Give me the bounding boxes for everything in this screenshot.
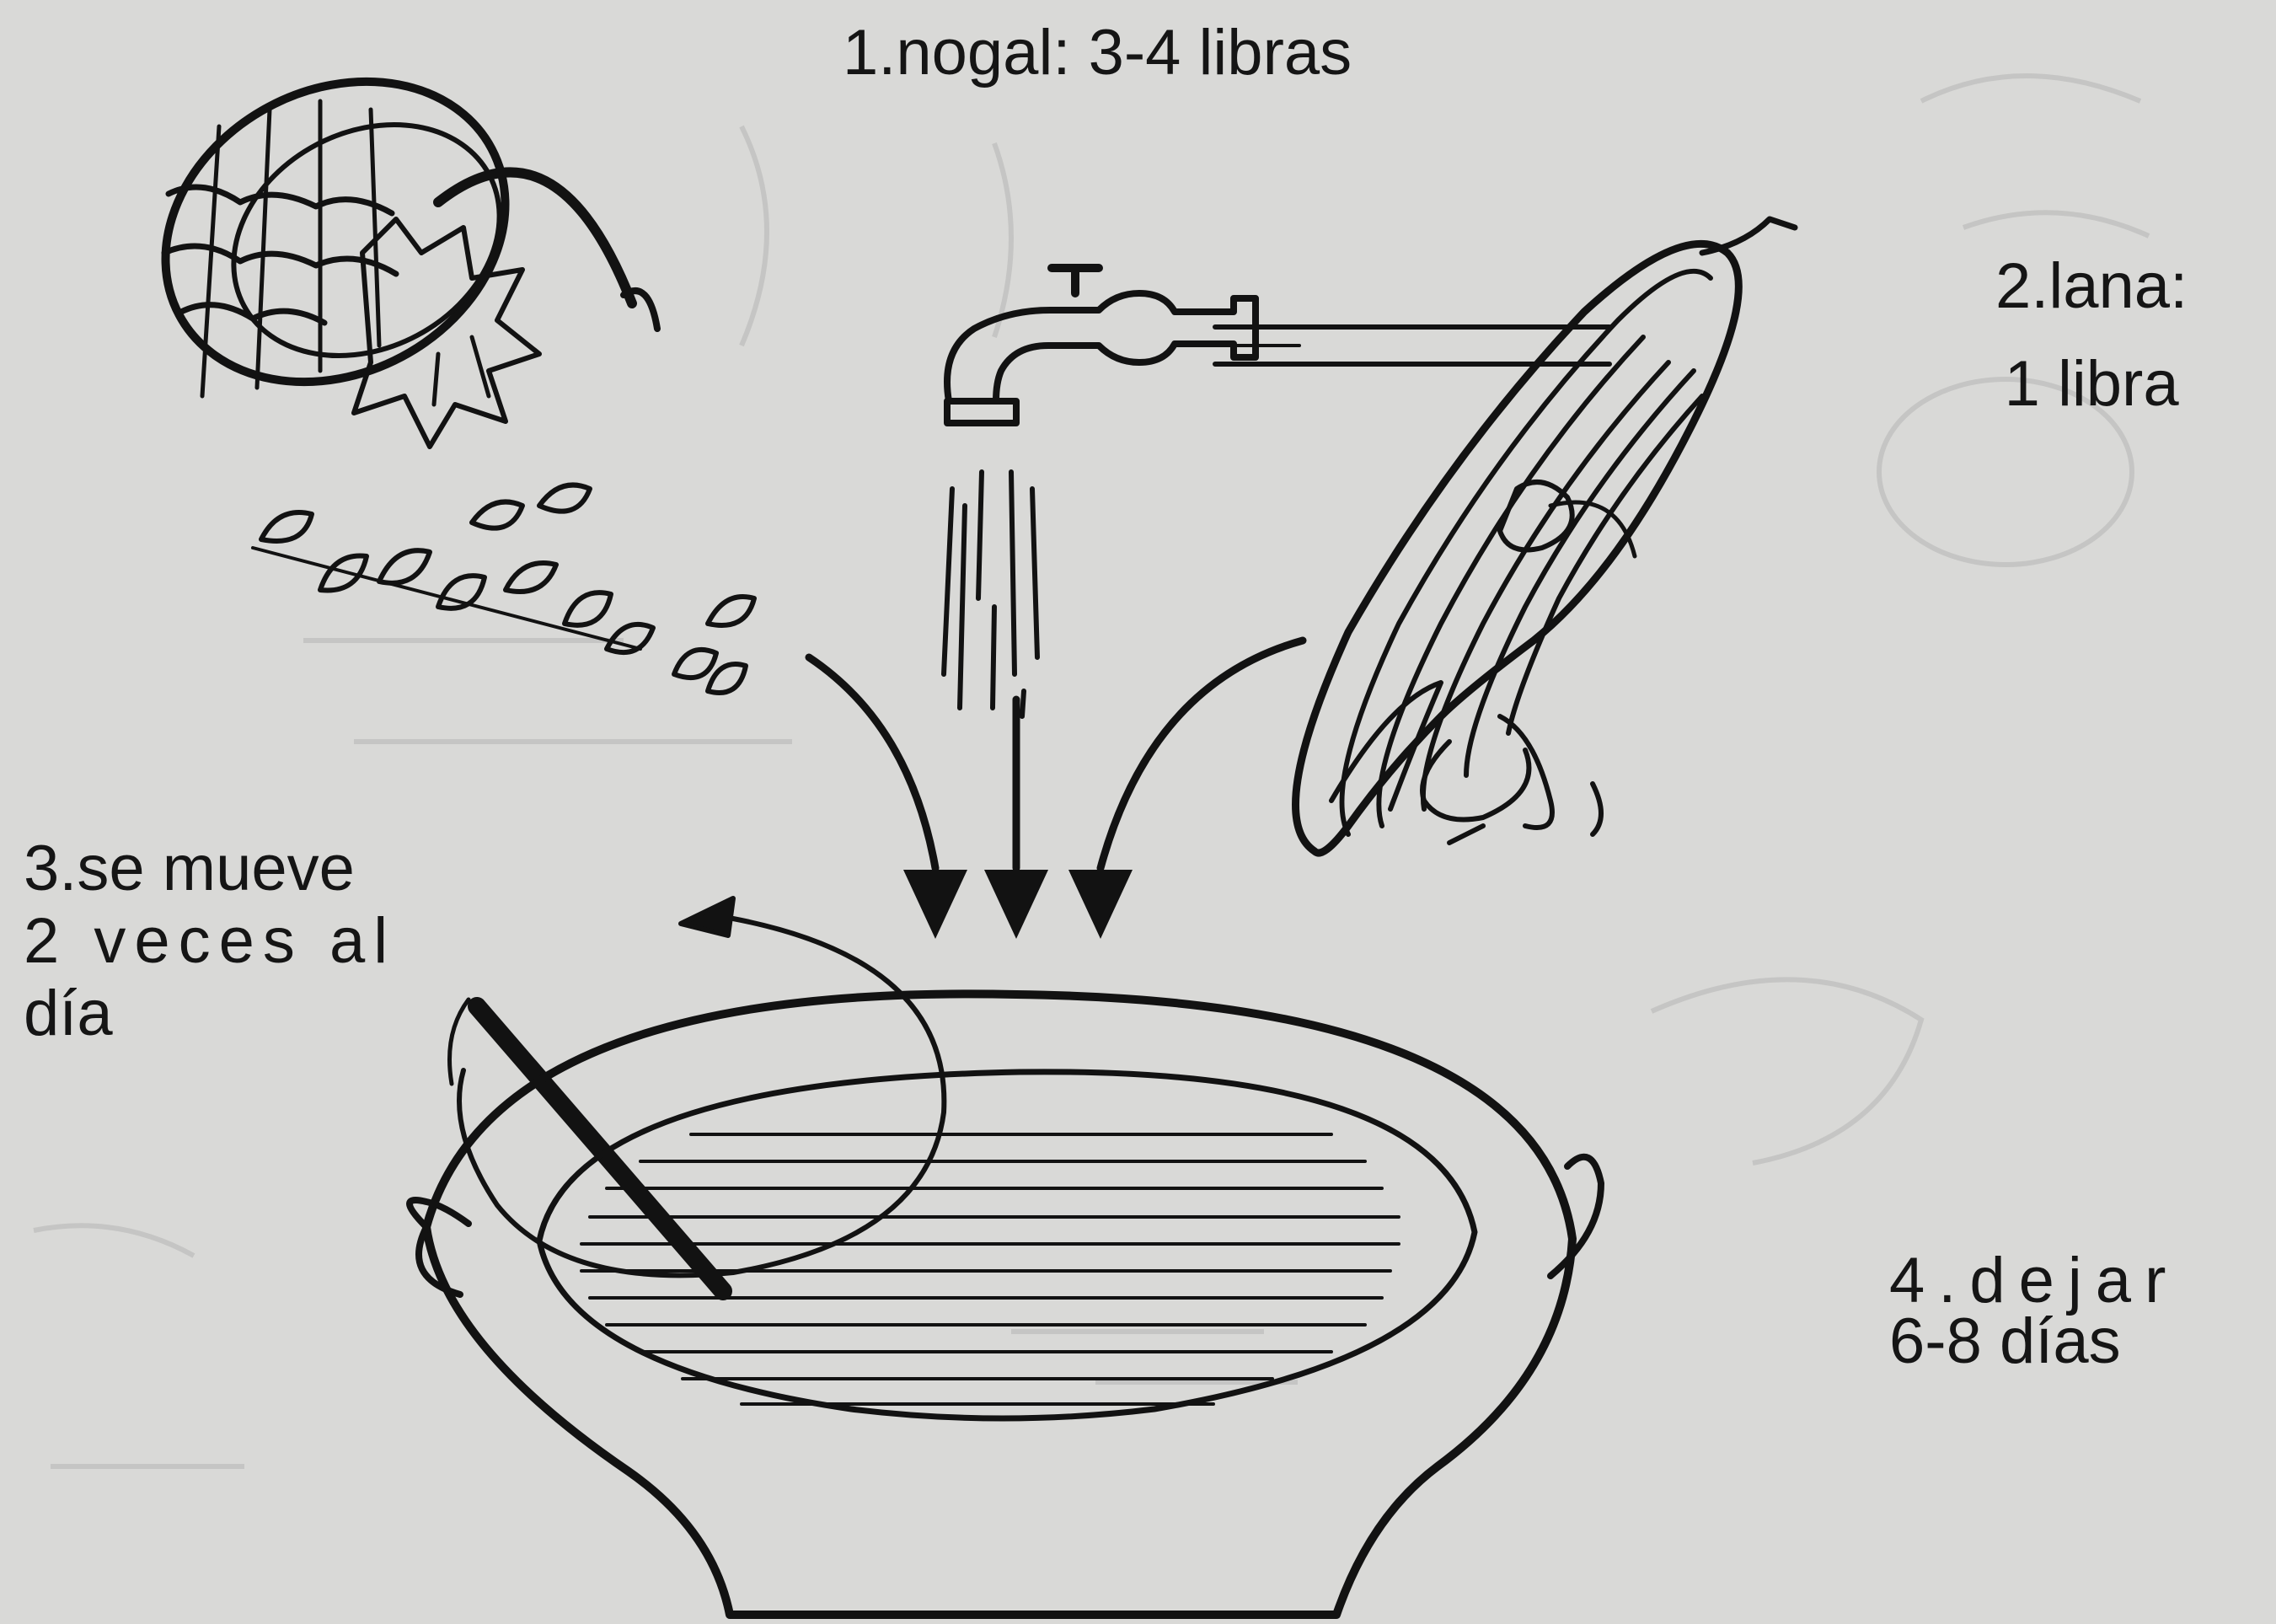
step3-line2: 2 veces al [24,905,396,978]
step3-line1: 3.se mueve [24,833,396,905]
step1-label: 1.nogal: 3-4 libras [843,19,1352,88]
arrow-center-icon [984,699,1048,939]
step4-line2: 6-8 días [1889,1311,2179,1372]
stirring-stick-icon [450,1000,724,1291]
pour-arrows [809,640,1303,939]
walnut-leaves-basket-icon [113,24,754,693]
step4-label: 4.dejar 6-8 días [1889,1251,2179,1372]
step2-line1: 2.lana: [1995,238,2188,335]
arrow-right-icon [1068,640,1303,939]
step4-line1: 4.dejar [1889,1251,2179,1311]
step3-line3: día [24,978,396,1050]
bleed-through-texture [34,76,2149,1466]
wool-skein-icon [1296,219,1796,853]
dye-basin-icon [410,994,1601,1615]
step3-label: 3.se mueve 2 veces al día [24,833,396,1050]
step2-label: 2.lana: 1 libra [1995,238,2188,433]
step2-line2: 1 libra [1995,335,2188,433]
step1-text: 1.nogal: 3-4 libras [843,17,1352,88]
arrow-left-icon [809,657,967,939]
